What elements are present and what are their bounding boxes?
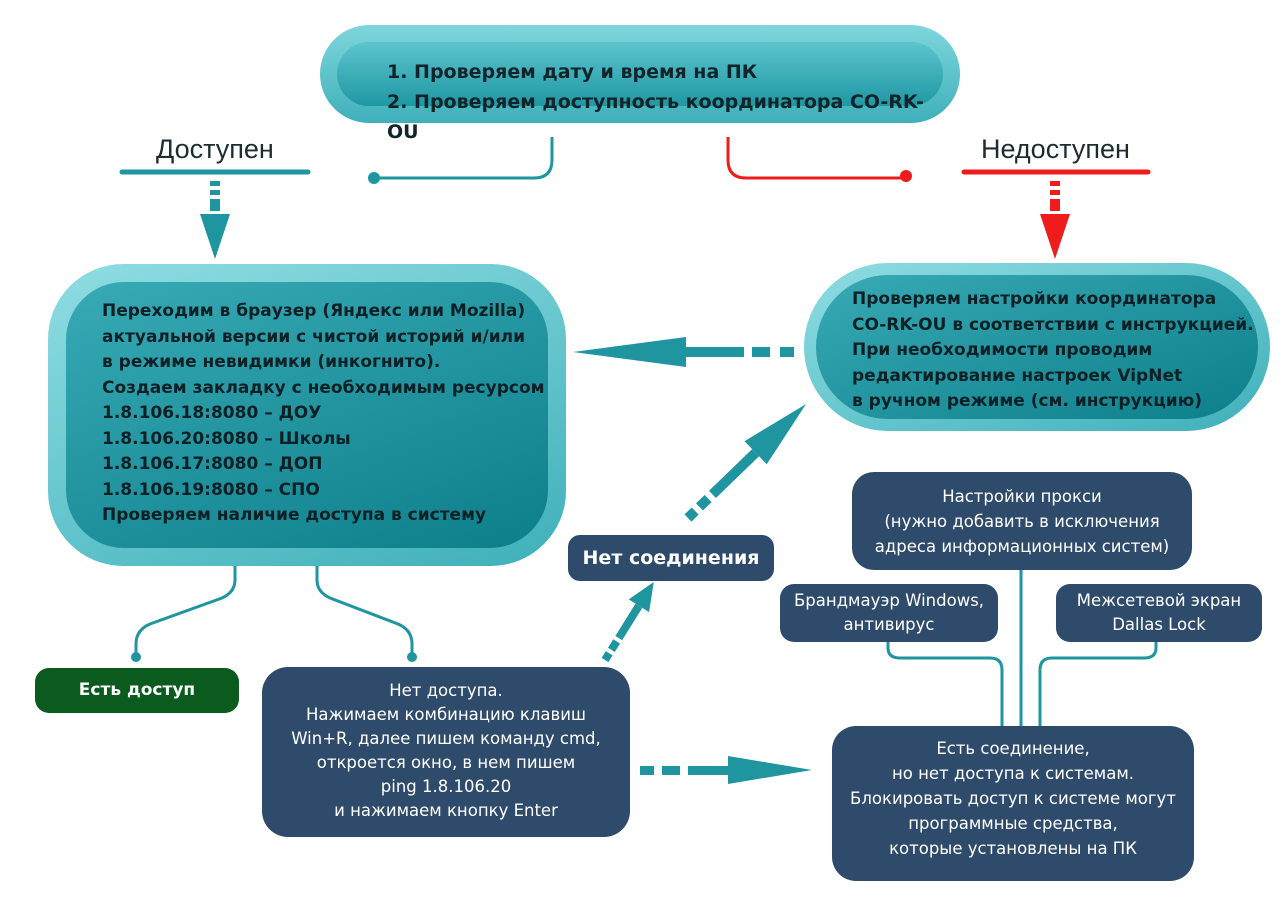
windows-firewall-node: Брандмауэр Windows, антивирус [780, 584, 998, 642]
has-connection-line: но нет доступа к системам. [891, 764, 1135, 783]
ping-command: ping 1.8.106.20 [380, 777, 512, 796]
resource-dop: 1.8.106.17:8080 – ДОП [102, 454, 323, 474]
connector-has-access-dot [131, 652, 141, 662]
browser-line: Проверяем наличие доступа в систему [102, 505, 487, 525]
browser-line: Создаем закладку с необходимым ресурсом [102, 377, 545, 398]
browser-instructions-inner: Переходим в браузер (Яндекс или Mozilla)… [66, 282, 548, 548]
arrow-to-has-connection [640, 756, 812, 784]
no-access-node: Нет доступа. Нажимаем комбинацию клавиш … [262, 667, 630, 837]
firewall-line: Брандмауэр Windows, [793, 591, 985, 610]
resource-spo: 1.8.106.19:8080 – СПО [102, 479, 320, 500]
connector-dallas [1038, 642, 1158, 726]
browser-line: актуальной версии с чистой историй и/или [102, 326, 525, 347]
coordinator-line: При необходимости проводим [852, 340, 1153, 360]
coordinator-line: в ручном режиме (см. инструкцию) [852, 391, 1203, 411]
dallas-lock-node: Межсетевой экран Dallas Lock [1056, 584, 1262, 642]
no-access-line: откроется окно, в нем пишем [316, 753, 576, 772]
check-datetime-coordinator-inner: 1. Проверяем дату и время на ПК 2. Прове… [337, 42, 943, 143]
top-line-2: 2. Проверяем доступность координатора CO… [387, 91, 924, 143]
dallas-line: Межсетевой экран [1076, 591, 1242, 610]
resource-dou: 1.8.106.18:8080 – ДОУ [102, 403, 322, 423]
resource-schools: 1.8.106.20:8080 – Школы [102, 428, 351, 449]
available-hook-dot [368, 172, 380, 184]
has-connection-line: которые установлены на ПК [889, 839, 1137, 858]
proxy-settings-node: Настройки прокси (нужно добавить в исклю… [852, 472, 1192, 570]
available-label: Доступен [156, 134, 274, 164]
has-connection-line: программные средства, [908, 814, 1118, 833]
connector-firewall [886, 642, 1004, 726]
no-access-line: Нажимаем комбинацию клавиш [305, 705, 587, 724]
coordinator-line: CO-RK-OU в соответствии с инструкцией. [852, 314, 1254, 335]
proxy-line: адреса информационных систем) [874, 537, 1170, 556]
firewall-line: антивирус [843, 615, 935, 634]
diagonal-arrow-to-no-connection [601, 581, 654, 663]
proxy-line: Настройки прокси [942, 487, 1102, 506]
coordinator-settings-node: Проверяем настройки координатора CO-RK-O… [804, 263, 1270, 431]
coordinator-line: редактирование настроек VipNet [852, 365, 1183, 386]
proxy-line: (нужно добавить в исключения [884, 512, 1160, 531]
unavailable-label: Недоступен [981, 134, 1130, 164]
has-access-node: Есть доступ [35, 668, 239, 713]
connector-has-access [134, 563, 237, 656]
diagonal-arrow-to-right-node [684, 404, 806, 522]
no-access-line: Нет доступа. [389, 681, 503, 700]
connector-no-access [315, 563, 414, 656]
unavailable-hook-line [726, 137, 906, 180]
connector-no-access-dot [407, 652, 417, 662]
no-access-line: и нажимаем кнопку Enter [334, 801, 558, 820]
no-access-line: Win+R, далее пишем команду cmd, [291, 729, 601, 748]
browser-instructions-node: Переходим в браузер (Яндекс или Mozilla)… [48, 264, 566, 566]
has-connection-node: Есть соединение, но нет доступа к систем… [832, 726, 1194, 881]
unavailable-hook-dot [900, 170, 912, 182]
browser-line: Переходим в браузер (Яндекс или Mozilla) [102, 301, 526, 321]
has-connection-line: Блокировать доступ к системе могут [850, 789, 1176, 808]
dallas-line: Dallas Lock [1112, 615, 1206, 634]
no-connection-node: Нет соединения [568, 535, 774, 581]
browser-line: в режиме невидимки (инкогнито). [102, 352, 441, 372]
right-to-left-arrow [573, 337, 794, 367]
coordinator-line: Проверяем настройки координатора [852, 289, 1217, 309]
top-line-1: 1. Проверяем дату и время на ПК [387, 61, 758, 83]
coordinator-settings-inner: Проверяем настройки координатора CO-RK-O… [816, 275, 1258, 419]
unavailable-down-arrow [1040, 181, 1070, 259]
available-hook-line [374, 137, 554, 180]
available-down-arrow [200, 181, 230, 259]
check-datetime-coordinator-node: 1. Проверяем дату и время на ПК 2. Прове… [320, 25, 960, 143]
has-connection-line: Есть соединение, [936, 739, 1090, 758]
